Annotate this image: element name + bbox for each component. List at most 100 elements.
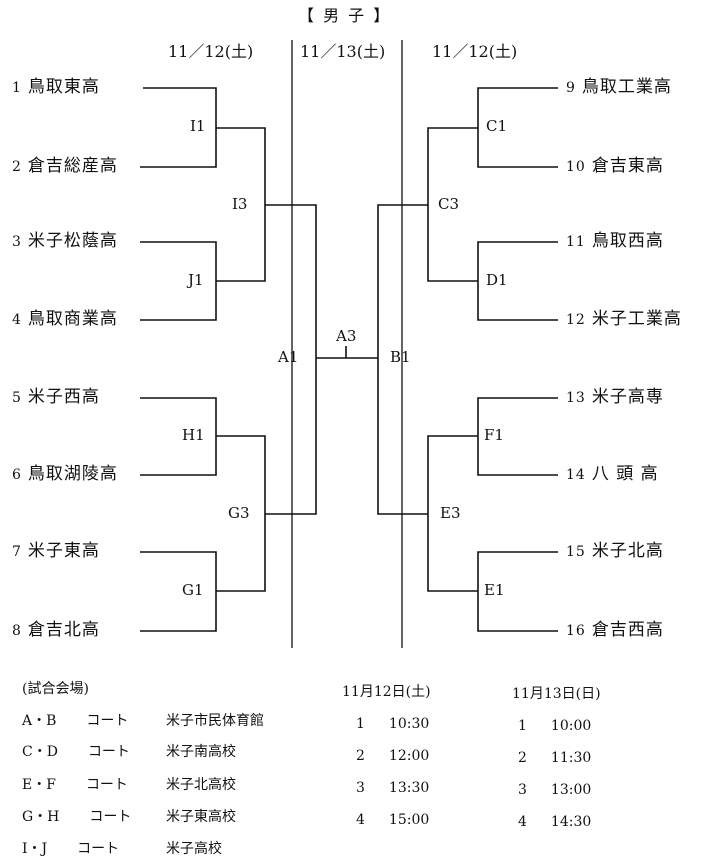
match-code: C1 (486, 117, 508, 135)
date-left: 11／12(土) (168, 42, 254, 61)
team-entry: 7 米子東高 (12, 543, 100, 560)
seed-number: 5 (12, 390, 22, 406)
bracket-line (377, 204, 428, 358)
court-label: コート (87, 744, 130, 760)
bracket-line (140, 551, 217, 591)
seed-number: 15 (566, 544, 586, 560)
bracket-line (216, 514, 266, 592)
team-name: 米子工業高 (591, 309, 682, 329)
match-time: 13:30 (388, 780, 430, 796)
venue-name: 米子南高校 (166, 744, 236, 760)
schedule-day2-heading: 11月13日(日) (512, 686, 601, 702)
venue-name: 米子東高校 (166, 809, 236, 825)
team-entry: 5 米子西高 (12, 389, 100, 406)
team-name: 米子東高 (27, 541, 100, 561)
court-label: コート (86, 713, 129, 729)
match-time: 13:00 (550, 782, 592, 798)
team-name: 倉吉総産高 (27, 156, 118, 176)
seed-number: 7 (12, 544, 22, 560)
seed-number: 6 (12, 467, 22, 483)
match-code: A3 (336, 327, 357, 345)
court-label: コート (89, 809, 132, 825)
court-ids: A・B (22, 713, 57, 729)
seed-number: 10 (566, 159, 586, 175)
seed-number: 14 (566, 467, 586, 483)
match-code: G3 (228, 504, 250, 522)
venue-name: 米子高校 (166, 841, 222, 857)
team-name: 鳥取商業高 (27, 309, 118, 329)
court-ids: E・F (22, 777, 56, 793)
seed-number: 13 (566, 390, 586, 406)
bracket-line (477, 87, 558, 128)
bracket-line (216, 205, 266, 282)
match-code: J1 (188, 271, 204, 289)
schedule-day1-heading: 11月12日(土) (342, 684, 431, 700)
match-time: 14:30 (550, 814, 592, 830)
bracket-line (216, 435, 266, 514)
match-code: B1 (390, 348, 411, 366)
team-name: 倉吉北高 (27, 620, 100, 640)
bracket-line (143, 87, 217, 128)
match-time: 10:30 (388, 716, 430, 732)
bracket-line (477, 128, 558, 168)
seed-number: 1 (12, 80, 22, 96)
court-label: コート (77, 841, 120, 857)
court-ids: G・H (22, 809, 60, 825)
match-code: G1 (182, 581, 204, 599)
bracket-line (427, 435, 478, 514)
seed-number: 3 (12, 234, 22, 250)
bracket-line (265, 358, 317, 515)
match-no: 3 (518, 782, 527, 798)
match-no: 1 (518, 718, 527, 734)
team-name: 八 頭 高 (591, 464, 659, 484)
bracket-line (427, 205, 478, 282)
court-ids: I・J (22, 841, 48, 857)
bracket-line (377, 358, 428, 515)
match-time: 12:00 (388, 748, 430, 764)
venue-row: E・F コート 米子北高校 (22, 777, 236, 793)
venue-name: 米子北高校 (166, 777, 236, 793)
date-center: 11／13(土) (300, 42, 386, 61)
team-name: 倉吉西高 (591, 620, 664, 640)
bracket-line (140, 241, 217, 281)
date-right: 11／12(土) (432, 42, 518, 61)
match-code: H1 (182, 426, 205, 444)
match-code: A1 (278, 348, 299, 366)
schedule-row: 4 14:30 (518, 815, 591, 829)
team-name: 鳥取東高 (27, 77, 100, 97)
match-code: C3 (438, 195, 460, 213)
bracket-line (140, 128, 217, 168)
match-no: 4 (518, 814, 527, 830)
seed-number: 8 (12, 623, 22, 639)
bracket-line (140, 436, 217, 476)
bracket-line (216, 127, 266, 205)
team-entry: 14 八 頭 高 (566, 466, 659, 483)
seed-number: 2 (12, 159, 22, 175)
bracket-line (477, 397, 558, 436)
team-name: 米子西高 (27, 387, 100, 407)
venue-row: G・H コート 米子東高校 (22, 809, 236, 825)
seed-number: 4 (12, 312, 22, 328)
venue-row: I・J コート 米子高校 (22, 841, 222, 857)
bracket-line (477, 591, 558, 632)
seed-number: 11 (566, 234, 586, 250)
bracket-line (477, 551, 558, 591)
match-time: 11:30 (550, 750, 592, 766)
team-name: 米子高専 (591, 387, 664, 407)
bracket-line (427, 127, 478, 205)
schedule-row: 3 13:00 (518, 783, 591, 797)
venues-heading: (試合会場) (22, 681, 89, 697)
court-label: コート (85, 777, 128, 793)
